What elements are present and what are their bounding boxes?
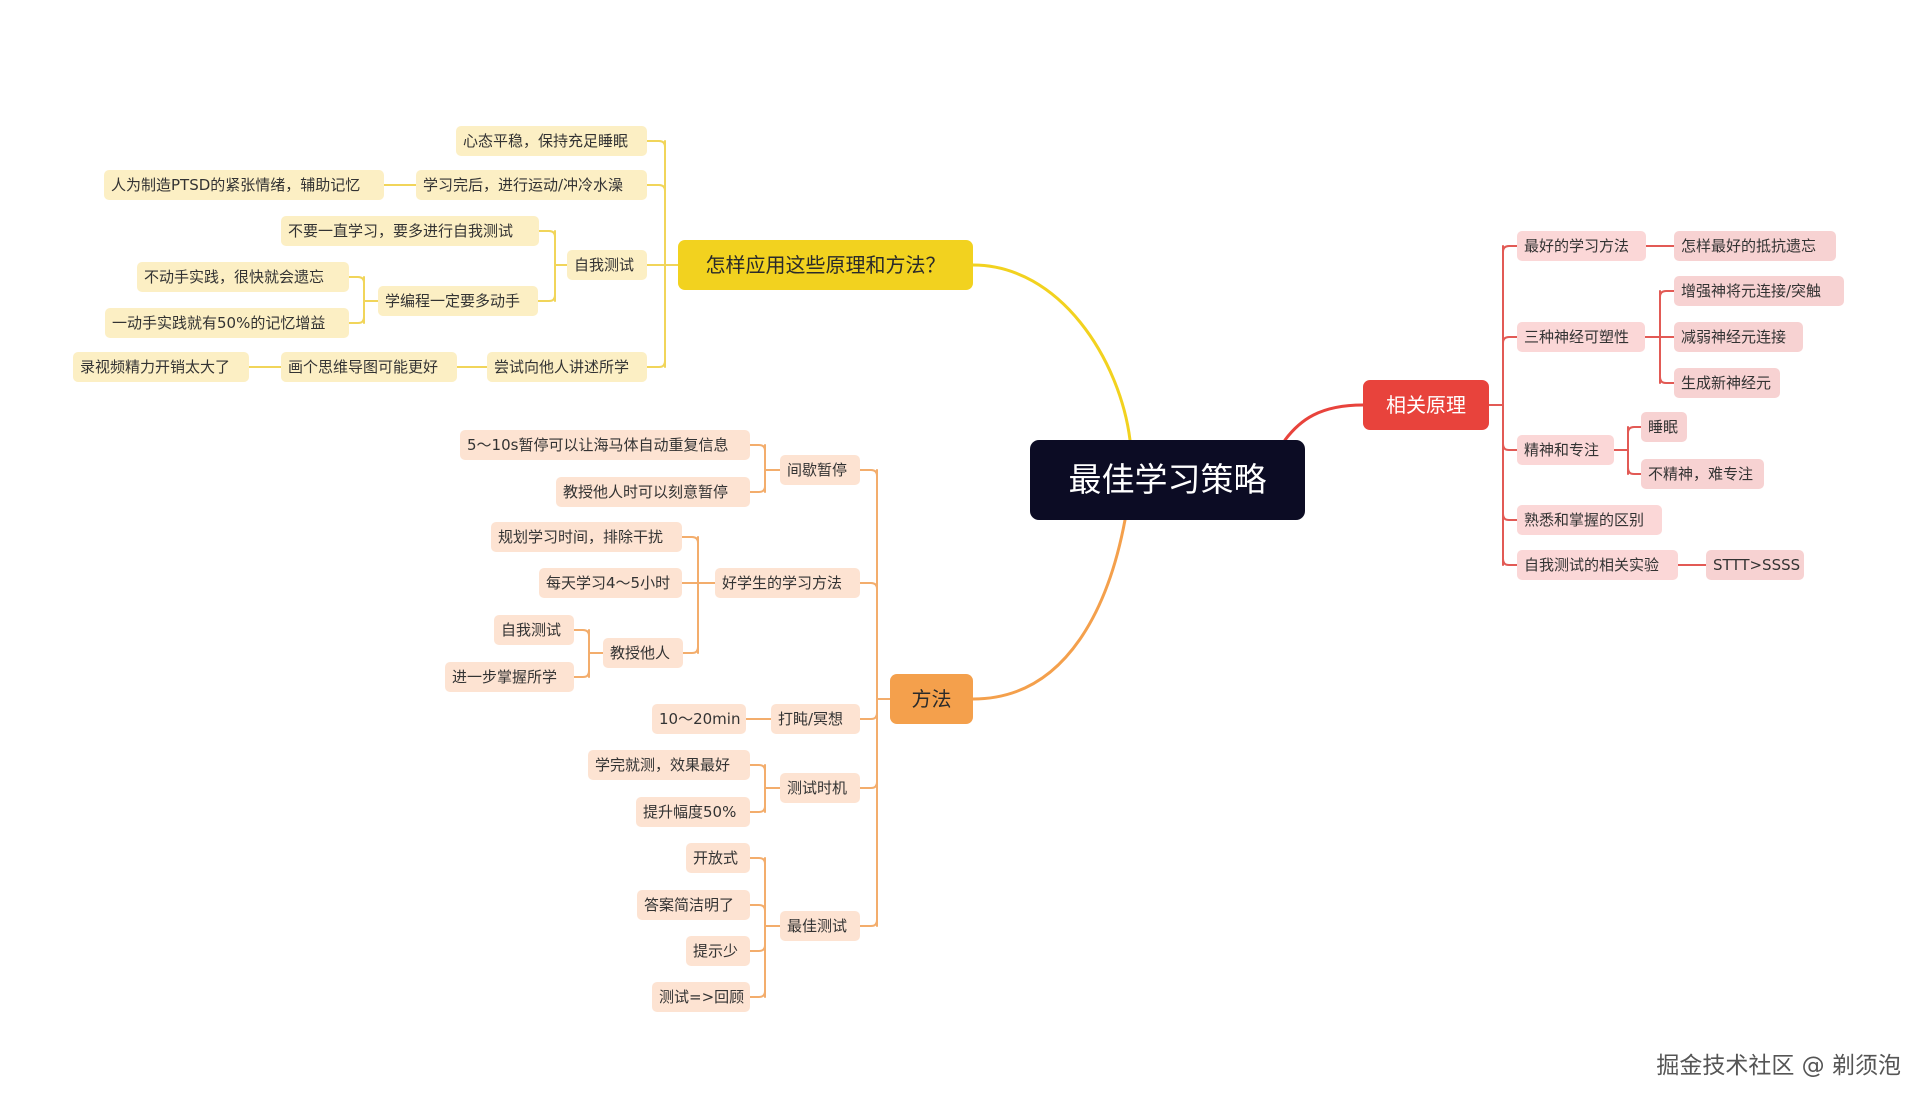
y2-tick	[537, 294, 556, 302]
r1-tick	[1502, 245, 1518, 253]
node-improve[interactable]: 提升幅度50%	[636, 797, 750, 827]
node-review[interactable]: 测试=>回顾	[652, 982, 750, 1012]
o4-tick	[573, 670, 590, 678]
o2-tick	[749, 485, 766, 493]
o1-tick	[859, 919, 878, 927]
node-hours[interactable]: 每天学习4～5小时	[539, 568, 682, 598]
o3-tick	[681, 536, 699, 544]
node-sttt[interactable]: STTT>SSSS	[1706, 550, 1804, 580]
node-nap[interactable]: 打盹/冥想	[771, 704, 860, 734]
o1-tick	[859, 781, 878, 789]
node-self-test[interactable]: 自我测试	[567, 250, 647, 280]
o6-tick	[749, 904, 766, 912]
r1-tick	[1502, 558, 1518, 566]
node-boost[interactable]: 一动手实践就有50%的记忆增益	[105, 308, 349, 338]
link-root-principle	[1283, 403, 1365, 442]
node-good-student[interactable]: 好学生的学习方法	[715, 568, 860, 598]
y1-tick	[646, 184, 666, 192]
o6-tick	[749, 944, 766, 952]
node-method-self-test[interactable]: 自我测试	[494, 615, 574, 645]
r3-tick	[1627, 426, 1642, 434]
node-concise[interactable]: 答案简洁明了	[637, 890, 750, 920]
node-fight-forgetting[interactable]: 怎样最好的抵抗遗忘	[1674, 231, 1836, 261]
node-plan[interactable]: 规划学习时间，排除干扰	[491, 522, 682, 552]
node-no-nonstop[interactable]: 不要一直学习，要多进行自我测试	[281, 216, 539, 246]
y3-tick	[348, 316, 365, 324]
r3-tick	[1627, 467, 1642, 475]
link-root-method	[971, 518, 1127, 701]
node-coding[interactable]: 学编程一定要多动手	[378, 286, 538, 316]
o1-tick	[859, 469, 878, 477]
link-root-apply	[971, 263, 1132, 442]
y1-tick	[646, 140, 666, 148]
node-exercise[interactable]: 学习完后，进行运动/冲冷水澡	[416, 170, 647, 200]
node-pause-a[interactable]: 5～10s暂停可以让海马体自动重复信息	[460, 430, 750, 460]
node-mindmap-better[interactable]: 画个思维导图可能更好	[281, 352, 457, 382]
node-strengthen[interactable]: 增强神将元连接/突触	[1674, 276, 1844, 306]
watermark: 掘金技术社区 @ 剃须泡	[1656, 1053, 1901, 1079]
root-node[interactable]: 最佳学习策略	[1030, 440, 1305, 520]
y2-tick	[538, 230, 556, 238]
o3-tick	[682, 646, 699, 654]
o6-tick	[749, 990, 766, 998]
o4-tick	[573, 629, 590, 637]
o5-tick	[749, 805, 766, 813]
node-pause[interactable]: 间歇暂停	[780, 455, 860, 485]
r1-tick	[1502, 443, 1518, 451]
branch-principle[interactable]: 相关原理	[1363, 380, 1489, 430]
y3-tick	[348, 276, 365, 284]
node-teach-others[interactable]: 尝试向他人讲述所学	[487, 352, 647, 382]
node-timing[interactable]: 测试时机	[780, 773, 860, 803]
y1-tick	[646, 360, 666, 368]
o1-tick	[859, 582, 878, 590]
node-open[interactable]: 开放式	[686, 843, 750, 873]
node-few-hints[interactable]: 提示少	[686, 936, 750, 966]
branch-method[interactable]: 方法	[890, 674, 973, 724]
node-familiar[interactable]: 熟悉和掌握的区别	[1517, 505, 1662, 535]
node-master[interactable]: 进一步掌握所学	[445, 662, 574, 692]
r2-tick	[1659, 376, 1675, 384]
node-experiment[interactable]: 自我测试的相关实验	[1517, 550, 1678, 580]
node-tired[interactable]: 不精神，难专注	[1641, 459, 1764, 489]
node-right-after[interactable]: 学完就测，效果最好	[588, 750, 750, 780]
node-nap-time[interactable]: 10～20min	[652, 704, 746, 734]
node-teach[interactable]: 教授他人	[603, 638, 683, 668]
node-plasticity[interactable]: 三种神经可塑性	[1517, 322, 1645, 352]
r1-tick	[1502, 513, 1518, 521]
node-forget[interactable]: 不动手实践，很快就会遗忘	[137, 262, 349, 292]
o5-tick	[749, 764, 766, 772]
node-calm[interactable]: 心态平稳，保持充足睡眠	[456, 126, 647, 156]
r2-tick	[1659, 290, 1675, 298]
node-pause-b[interactable]: 教授他人时可以刻意暂停	[556, 477, 750, 507]
o2-tick	[749, 444, 766, 452]
branch-apply[interactable]: 怎样应用这些原理和方法？	[678, 240, 973, 290]
node-ptsd[interactable]: 人为制造PTSD的紧张情绪，辅助记忆	[104, 170, 384, 200]
r1-tick	[1502, 336, 1518, 344]
node-best-way[interactable]: 最好的学习方法	[1517, 231, 1646, 261]
node-focus[interactable]: 精神和专注	[1517, 435, 1614, 465]
o1-tick	[859, 712, 878, 720]
node-best-test[interactable]: 最佳测试	[780, 911, 860, 941]
node-new-neuron[interactable]: 生成新神经元	[1674, 368, 1780, 398]
node-sleep[interactable]: 睡眠	[1641, 412, 1687, 442]
node-weaken[interactable]: 减弱神经元连接	[1674, 322, 1803, 352]
node-video-cost[interactable]: 录视频精力开销太大了	[73, 352, 249, 382]
o6-tick	[749, 857, 766, 865]
